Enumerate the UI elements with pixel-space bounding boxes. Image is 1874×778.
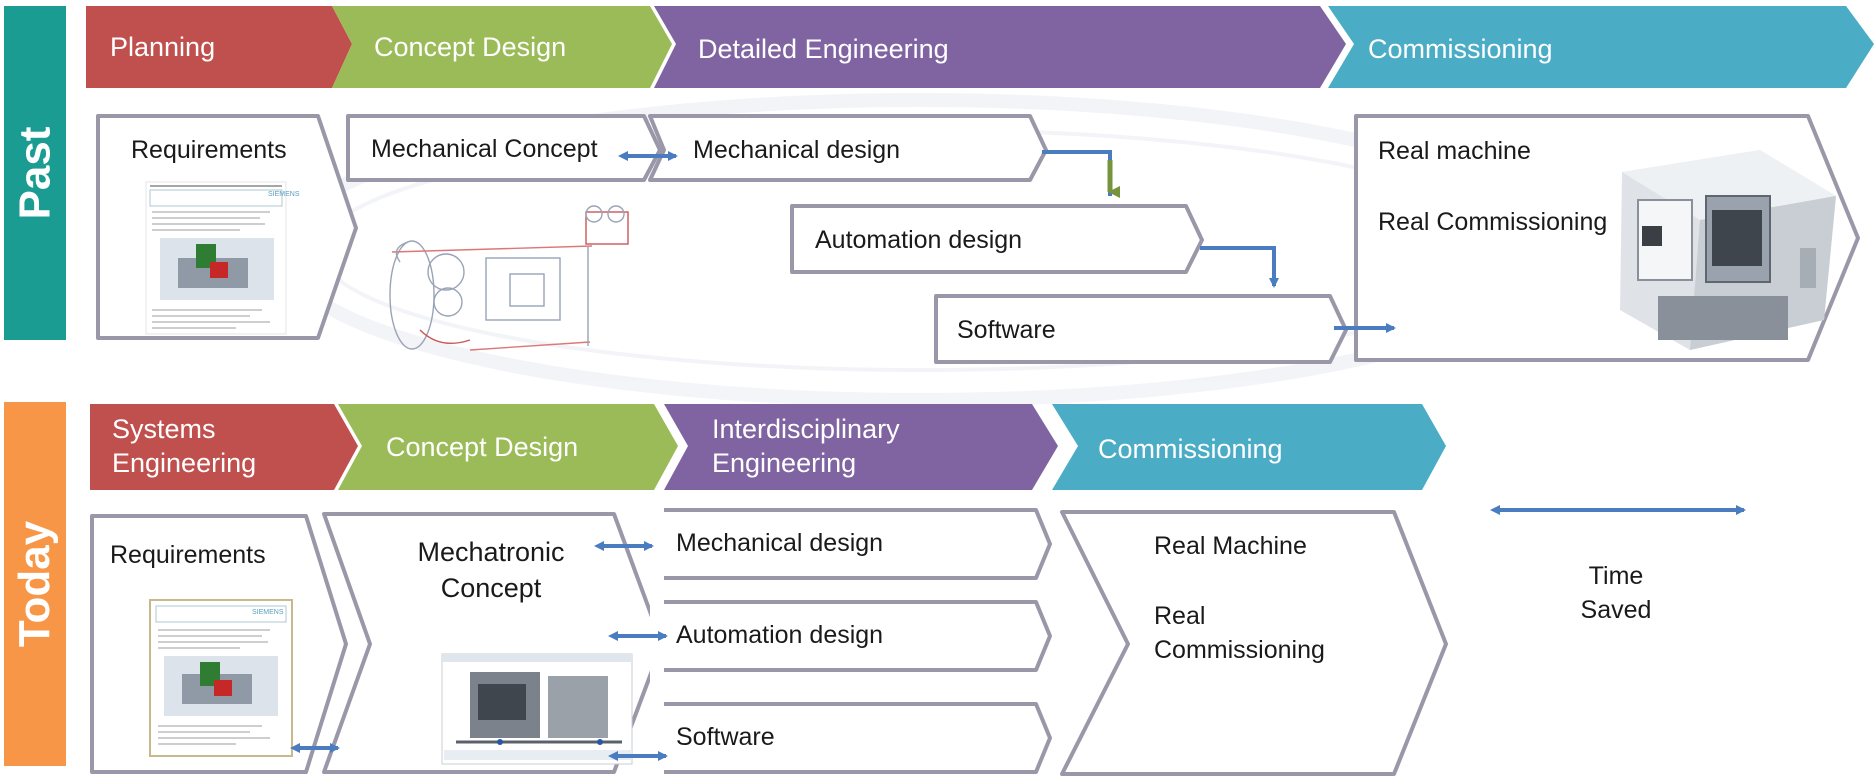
today-phase-interdisciplinary-engineering: [664, 404, 1058, 490]
past-mech-to-automation-arrow: [1042, 150, 1112, 196]
today-requirements-label: Requirements: [110, 541, 266, 569]
today-phase-systems-engineering: [90, 404, 358, 490]
past-phase-detailed-engineering-label: Detailed Engineering: [698, 34, 949, 64]
past-mechanical-concept-label: Mechanical Concept: [371, 135, 598, 163]
today-row-label: Today: [4, 402, 66, 766]
past-real-commissioning-label: Real Commissioning: [1378, 208, 1608, 236]
past-phase-concept-design: [332, 6, 672, 88]
today-mechanical-design-label: Mechanical design: [676, 529, 884, 557]
past-phase-bar: [86, 6, 1874, 88]
past-real-machine-label: Real machine: [1378, 137, 1531, 165]
past-real-machine-image: [1620, 150, 1836, 350]
today-automation-design-label: Automation design: [676, 621, 884, 649]
today-phase-commissioning-label: Commissioning: [1098, 434, 1283, 464]
today-requirements-document-image: [149, 599, 293, 757]
today-doc-brand: SIEMENS: [252, 609, 284, 616]
today-phase-concept-design-label: Concept Design: [386, 432, 579, 462]
time-saved-label: Time Saved: [1580, 562, 1652, 624]
past-mechanical-concept-box: [346, 114, 662, 182]
past-phase-planning-label: Planning: [110, 32, 216, 62]
past-software-box: [934, 294, 1348, 364]
past-row-label-text: Past: [10, 126, 60, 220]
past-software-label: Software: [957, 316, 1056, 344]
today-phase-commissioning: [1052, 404, 1446, 490]
past-phase-commissioning: [1328, 6, 1874, 88]
today-phase-systems-engineering-label: Systems Engineering: [112, 414, 257, 478]
today-real-machine-label: Real Machine: [1154, 532, 1307, 560]
today-eng-open-edge: [650, 508, 664, 776]
today-real-commissioning-label: Real Commissioning: [1154, 602, 1325, 664]
past-automation-to-software-arrow: [1200, 246, 1279, 288]
past-automation-design-box: [790, 204, 1204, 274]
past-row-label: Past: [4, 6, 66, 340]
past-phase-planning: [86, 6, 352, 88]
today-phase-interdisciplinary-engineering-label: Interdisciplinary Engineering: [712, 414, 900, 478]
past-mechanical-design-box: [648, 114, 1048, 182]
past-requirements-document-image: [145, 181, 287, 335]
today-row-label-text: Today: [10, 520, 59, 648]
past-automation-design-label: Automation design: [815, 226, 1023, 254]
past-mechanical-design-label: Mechanical design: [693, 136, 901, 164]
today-phase-bar: [90, 404, 1446, 490]
today-commissioning-box: [1060, 510, 1448, 776]
past-mechanical-concept-sketch: [389, 205, 629, 351]
past-phase-detailed-engineering: [654, 6, 1346, 88]
today-mechatronic-concept-image: [441, 653, 633, 765]
today-phase-concept-design: [338, 404, 678, 490]
past-phase-concept-design-label: Concept Design: [374, 32, 567, 62]
past-phase-commissioning-label: Commissioning: [1368, 34, 1553, 64]
past-doc-brand: SIEMENS: [268, 191, 300, 198]
past-requirements-label: Requirements: [131, 136, 287, 164]
today-software-label: Software: [676, 723, 775, 751]
today-mechatronic-concept-label: Mechatronic Concept: [417, 537, 565, 603]
